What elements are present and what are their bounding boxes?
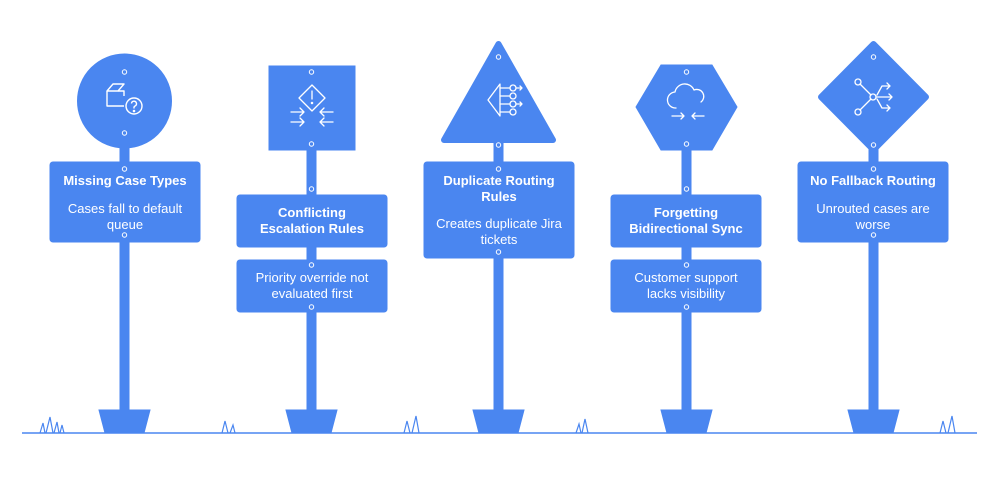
circle-sign xyxy=(77,53,172,149)
sign-description-duplicate-routing-rules: Creates duplicate Jira tickets xyxy=(436,216,562,247)
pole-base xyxy=(285,409,338,434)
title-panel xyxy=(236,194,388,248)
sign-forgetting-bidirectional-sync xyxy=(610,64,762,434)
pole-base xyxy=(660,409,713,434)
sign-description-conflicting-escalation-rules: Priority override not evaluated first xyxy=(255,270,369,301)
rivet xyxy=(495,54,502,60)
rivet xyxy=(683,141,690,147)
sign-title-no-fallback-routing: No Fallback Routing xyxy=(810,173,936,188)
rivet xyxy=(495,142,502,148)
rivet xyxy=(308,69,315,75)
branching-arrows-icon xyxy=(487,83,523,117)
rivet xyxy=(121,166,128,172)
grass-tufts xyxy=(39,415,956,434)
rivet xyxy=(495,166,502,172)
title-panel xyxy=(423,161,575,259)
title-panel xyxy=(49,161,201,243)
routing-split-icon xyxy=(854,78,893,116)
description-panel xyxy=(610,259,762,313)
alert-converge-arrows-icon xyxy=(290,84,334,127)
sign-description-no-fallback-routing: Unrouted cases are worse xyxy=(816,201,930,232)
description-panel xyxy=(236,259,388,313)
title-panel xyxy=(610,194,762,248)
rivet xyxy=(121,130,128,136)
rivet xyxy=(683,69,690,75)
box-question-icon xyxy=(106,83,143,115)
sign-title-conflicting-escalation-rules: Conflicting Escalation Rules xyxy=(259,205,365,236)
rivet xyxy=(870,232,877,238)
rivet xyxy=(870,142,877,148)
hexagon-sign xyxy=(635,64,738,151)
cloud-sync-icon xyxy=(666,83,705,120)
rivet xyxy=(683,262,690,268)
sign-title-missing-case-types: Missing Case Types xyxy=(63,173,187,188)
rivet xyxy=(308,141,315,147)
rivet xyxy=(683,186,690,192)
sign-description-forgetting-bidirectional-sync: Customer support lacks visibility xyxy=(634,270,738,301)
rivet xyxy=(870,54,877,60)
sign-no-fallback-routing xyxy=(797,41,949,434)
rivet xyxy=(683,304,690,310)
rivet xyxy=(495,249,502,255)
sign-duplicate-routing-rules xyxy=(423,41,575,434)
rivet xyxy=(870,166,877,172)
pole-base xyxy=(847,409,900,434)
rivet xyxy=(308,186,315,192)
sign-missing-case-types xyxy=(49,53,201,434)
rivet xyxy=(308,304,315,310)
rivet xyxy=(121,69,128,75)
title-panel xyxy=(797,161,949,243)
pole-base xyxy=(98,409,151,434)
sign-title-forgetting-bidirectional-sync: Forgetting Bidirectional Sync xyxy=(629,205,743,236)
pole-base xyxy=(472,409,525,434)
sign-description-missing-case-types: Cases fall to default queue xyxy=(67,201,183,232)
square-sign xyxy=(268,65,356,151)
diamond-sign xyxy=(818,41,929,153)
triangle-sign xyxy=(441,41,556,143)
rivet xyxy=(308,262,315,268)
rivet xyxy=(121,232,128,238)
sign-conflicting-escalation-rules xyxy=(236,65,388,434)
sign-title-duplicate-routing-rules: Duplicate Routing Rules xyxy=(443,173,555,204)
